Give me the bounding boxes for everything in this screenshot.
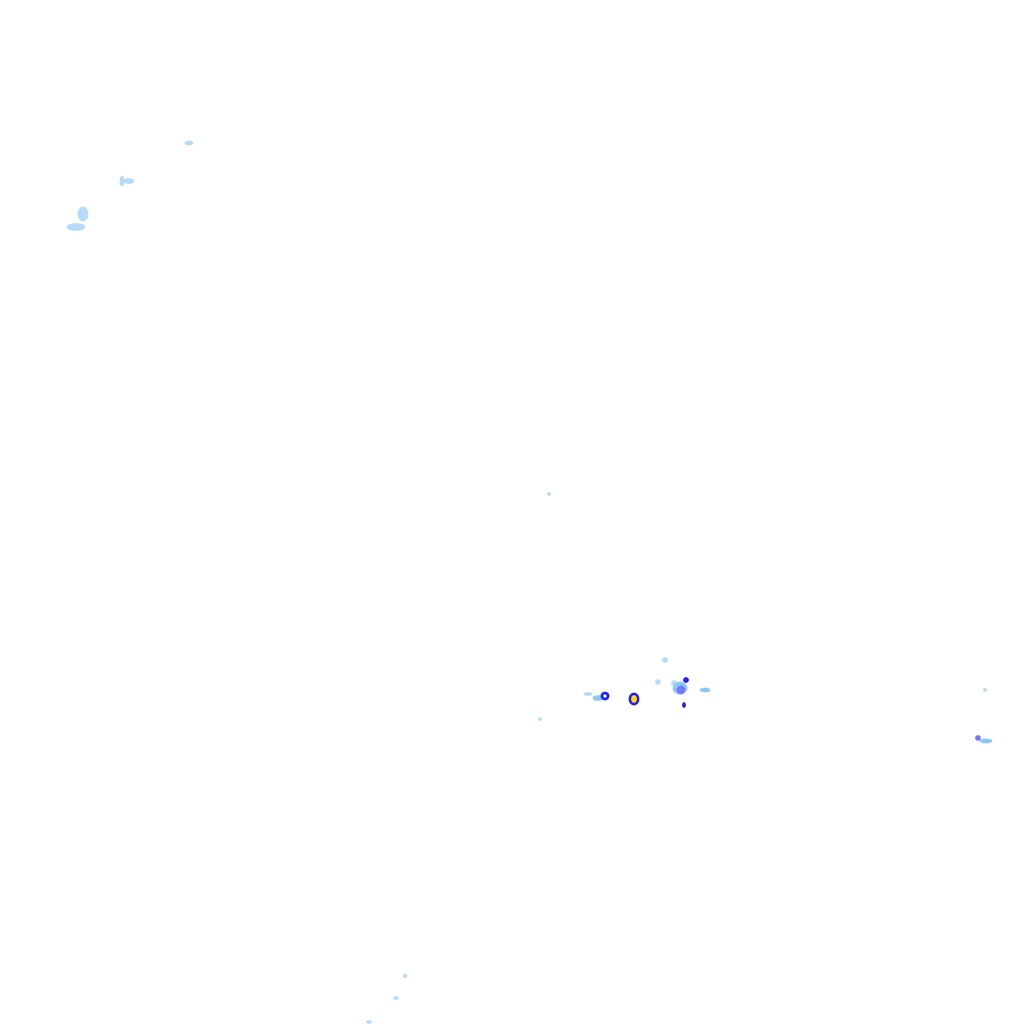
rain-cell (583, 692, 593, 696)
rain-cell (77, 206, 89, 222)
rain-cell (538, 717, 542, 721)
rain-cell (402, 974, 408, 978)
rain-cell (393, 996, 399, 1000)
rain-cell (119, 175, 125, 187)
rain-cell (123, 178, 135, 184)
rain-cell (547, 492, 551, 496)
rain-cells (66, 140, 993, 1024)
rain-cell (983, 688, 987, 692)
rain-cell (655, 679, 661, 685)
rain-cell (366, 1020, 372, 1024)
rain-cell (979, 738, 993, 744)
rain-cell (682, 702, 686, 708)
rain-cell (184, 140, 194, 146)
rain-cell (699, 687, 711, 693)
rain-cell (676, 685, 686, 695)
rain-cell (975, 735, 981, 741)
rain-cell (631, 695, 637, 703)
rain-cell (662, 657, 668, 663)
rain-cell (66, 223, 86, 231)
rain-cell (683, 677, 689, 683)
rain-cell (603, 694, 607, 698)
